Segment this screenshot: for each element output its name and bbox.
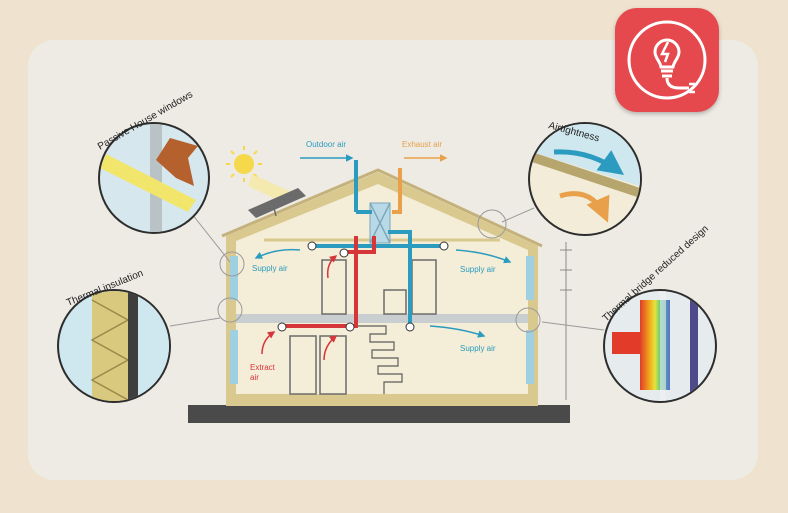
- solar-panel-icon: [248, 188, 306, 218]
- extract-air-ducts: [282, 236, 376, 328]
- house: [221, 168, 572, 406]
- supply-air-left-label: Supply air: [252, 264, 288, 273]
- exhaust-air-label: Exhaust air: [402, 140, 442, 149]
- heat-recovery-unit: [369, 202, 391, 244]
- extract-air-label-line2: air: [250, 373, 259, 382]
- callout-thermal-bridge-circle: [603, 289, 717, 403]
- ground-slab: [188, 405, 570, 423]
- outdoor-air-label: Outdoor air: [306, 140, 346, 149]
- callout-airtightness-circle: [528, 122, 642, 236]
- app-badge[interactable]: [615, 8, 719, 112]
- supply-air-right-bottom-label: Supply air: [460, 344, 496, 353]
- lightbulb-plug-icon: [627, 20, 707, 100]
- supply-air-right-top-label: Supply air: [460, 265, 496, 274]
- exhaust-air-duct: [392, 168, 402, 214]
- air-flow-arrows: [254, 154, 512, 361]
- extract-air-label-line1: Extract: [250, 363, 276, 372]
- supply-air-ducts: [312, 160, 444, 330]
- callout-insulation-circle: [57, 289, 171, 403]
- callout-connectors: [169, 207, 605, 333]
- callout-windows-circle: [98, 122, 210, 234]
- duct-outlets: [277, 241, 449, 332]
